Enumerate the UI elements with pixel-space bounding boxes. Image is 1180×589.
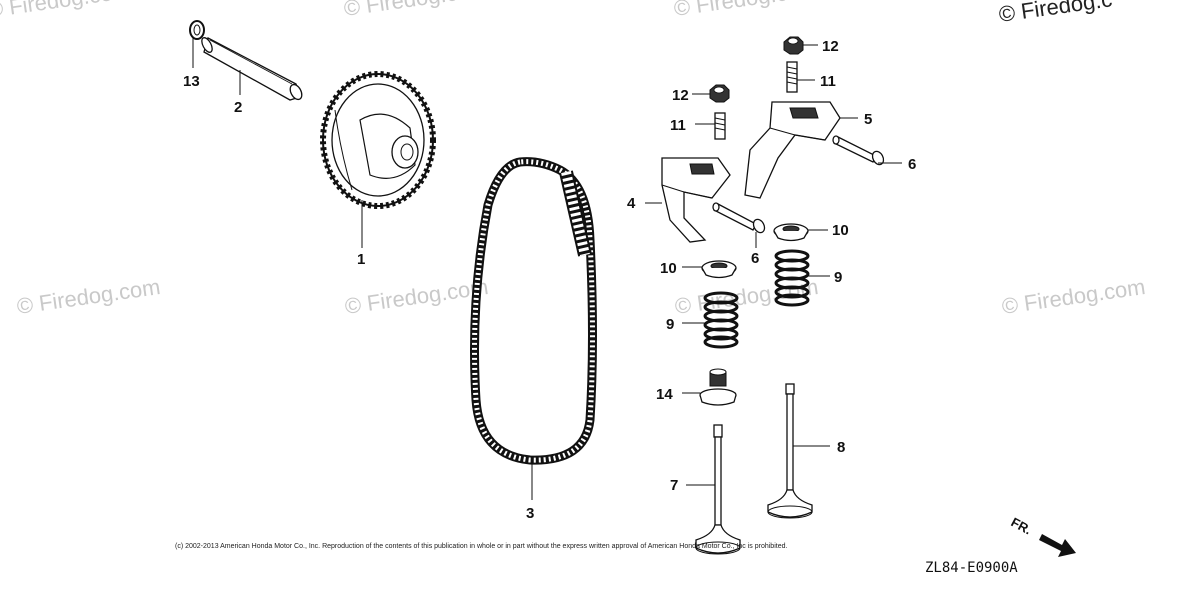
stud-part-upper xyxy=(786,61,798,93)
callout-10-right: 10 xyxy=(832,222,849,239)
rocker-arm-part-4 xyxy=(661,157,731,243)
valve-spring-part-left xyxy=(703,291,739,349)
diagram-code: ZL84-E0900A xyxy=(925,560,1018,576)
camshaft-pin-part xyxy=(201,37,303,101)
watermark: © Firedog.com xyxy=(1000,274,1147,319)
callout-9-left: 9 xyxy=(666,316,674,333)
callout-labels: 13 2 1 3 4 5 6 6 7 8 9 9 10 10 11 11 12 … xyxy=(183,38,916,522)
watermark-layer: © Firedog.com © Firedog.com © Firedog.co… xyxy=(0,0,1147,319)
spring-retainer-part-left xyxy=(701,260,737,279)
callout-14: 14 xyxy=(656,386,673,403)
stud-part-mid xyxy=(714,112,726,140)
callout-11-mid: 11 xyxy=(670,117,686,134)
front-direction-indicator: FR. xyxy=(1009,514,1076,557)
nut-part-mid xyxy=(709,84,730,103)
arrow-right-icon xyxy=(1039,534,1076,557)
callout-12-mid: 12 xyxy=(672,87,689,104)
callout-10-left: 10 xyxy=(660,260,677,277)
watermark: © Firedog.com xyxy=(672,0,819,21)
callout-7: 7 xyxy=(670,477,678,494)
valve-stem-seal-part xyxy=(699,368,737,406)
callout-13: 13 xyxy=(183,73,200,90)
watermark: © Firedog.com xyxy=(343,274,490,319)
circlip-part xyxy=(189,20,205,40)
callout-4: 4 xyxy=(627,195,636,212)
pivot-pin-part-left xyxy=(712,202,766,234)
cam-pulley-part xyxy=(320,71,436,209)
callout-2: 2 xyxy=(234,99,242,116)
callout-9-right: 9 xyxy=(834,269,842,286)
rocker-arm-part-5 xyxy=(744,101,841,199)
timing-belt-part xyxy=(470,157,597,465)
valve-spring-part-right xyxy=(774,249,810,307)
callout-1: 1 xyxy=(357,251,365,268)
exhaust-valve-part xyxy=(767,383,813,519)
callout-8: 8 xyxy=(837,439,845,456)
pivot-pin-part-right xyxy=(832,135,885,166)
watermark: © Firedog.com xyxy=(0,0,132,23)
intake-valve-part xyxy=(695,424,741,555)
watermark: © Firedog.com xyxy=(342,0,489,21)
callout-3: 3 xyxy=(526,505,534,522)
callout-12-upper: 12 xyxy=(822,38,839,55)
callout-11-upper: 11 xyxy=(820,73,836,90)
leader-lines xyxy=(192,38,902,500)
watermark: © Firedog.com xyxy=(15,274,162,319)
spring-retainer-part-right xyxy=(773,223,809,242)
callout-6-left: 6 xyxy=(751,250,759,267)
nut-part-upper xyxy=(783,36,804,55)
callout-5: 5 xyxy=(864,111,872,128)
watermark: © Firedog.c xyxy=(997,0,1113,27)
callout-6-right: 6 xyxy=(908,156,916,173)
front-arrow-label: FR. xyxy=(1009,514,1035,537)
copyright-notice: (c) 2002-2013 American Honda Motor Co., … xyxy=(175,543,787,550)
